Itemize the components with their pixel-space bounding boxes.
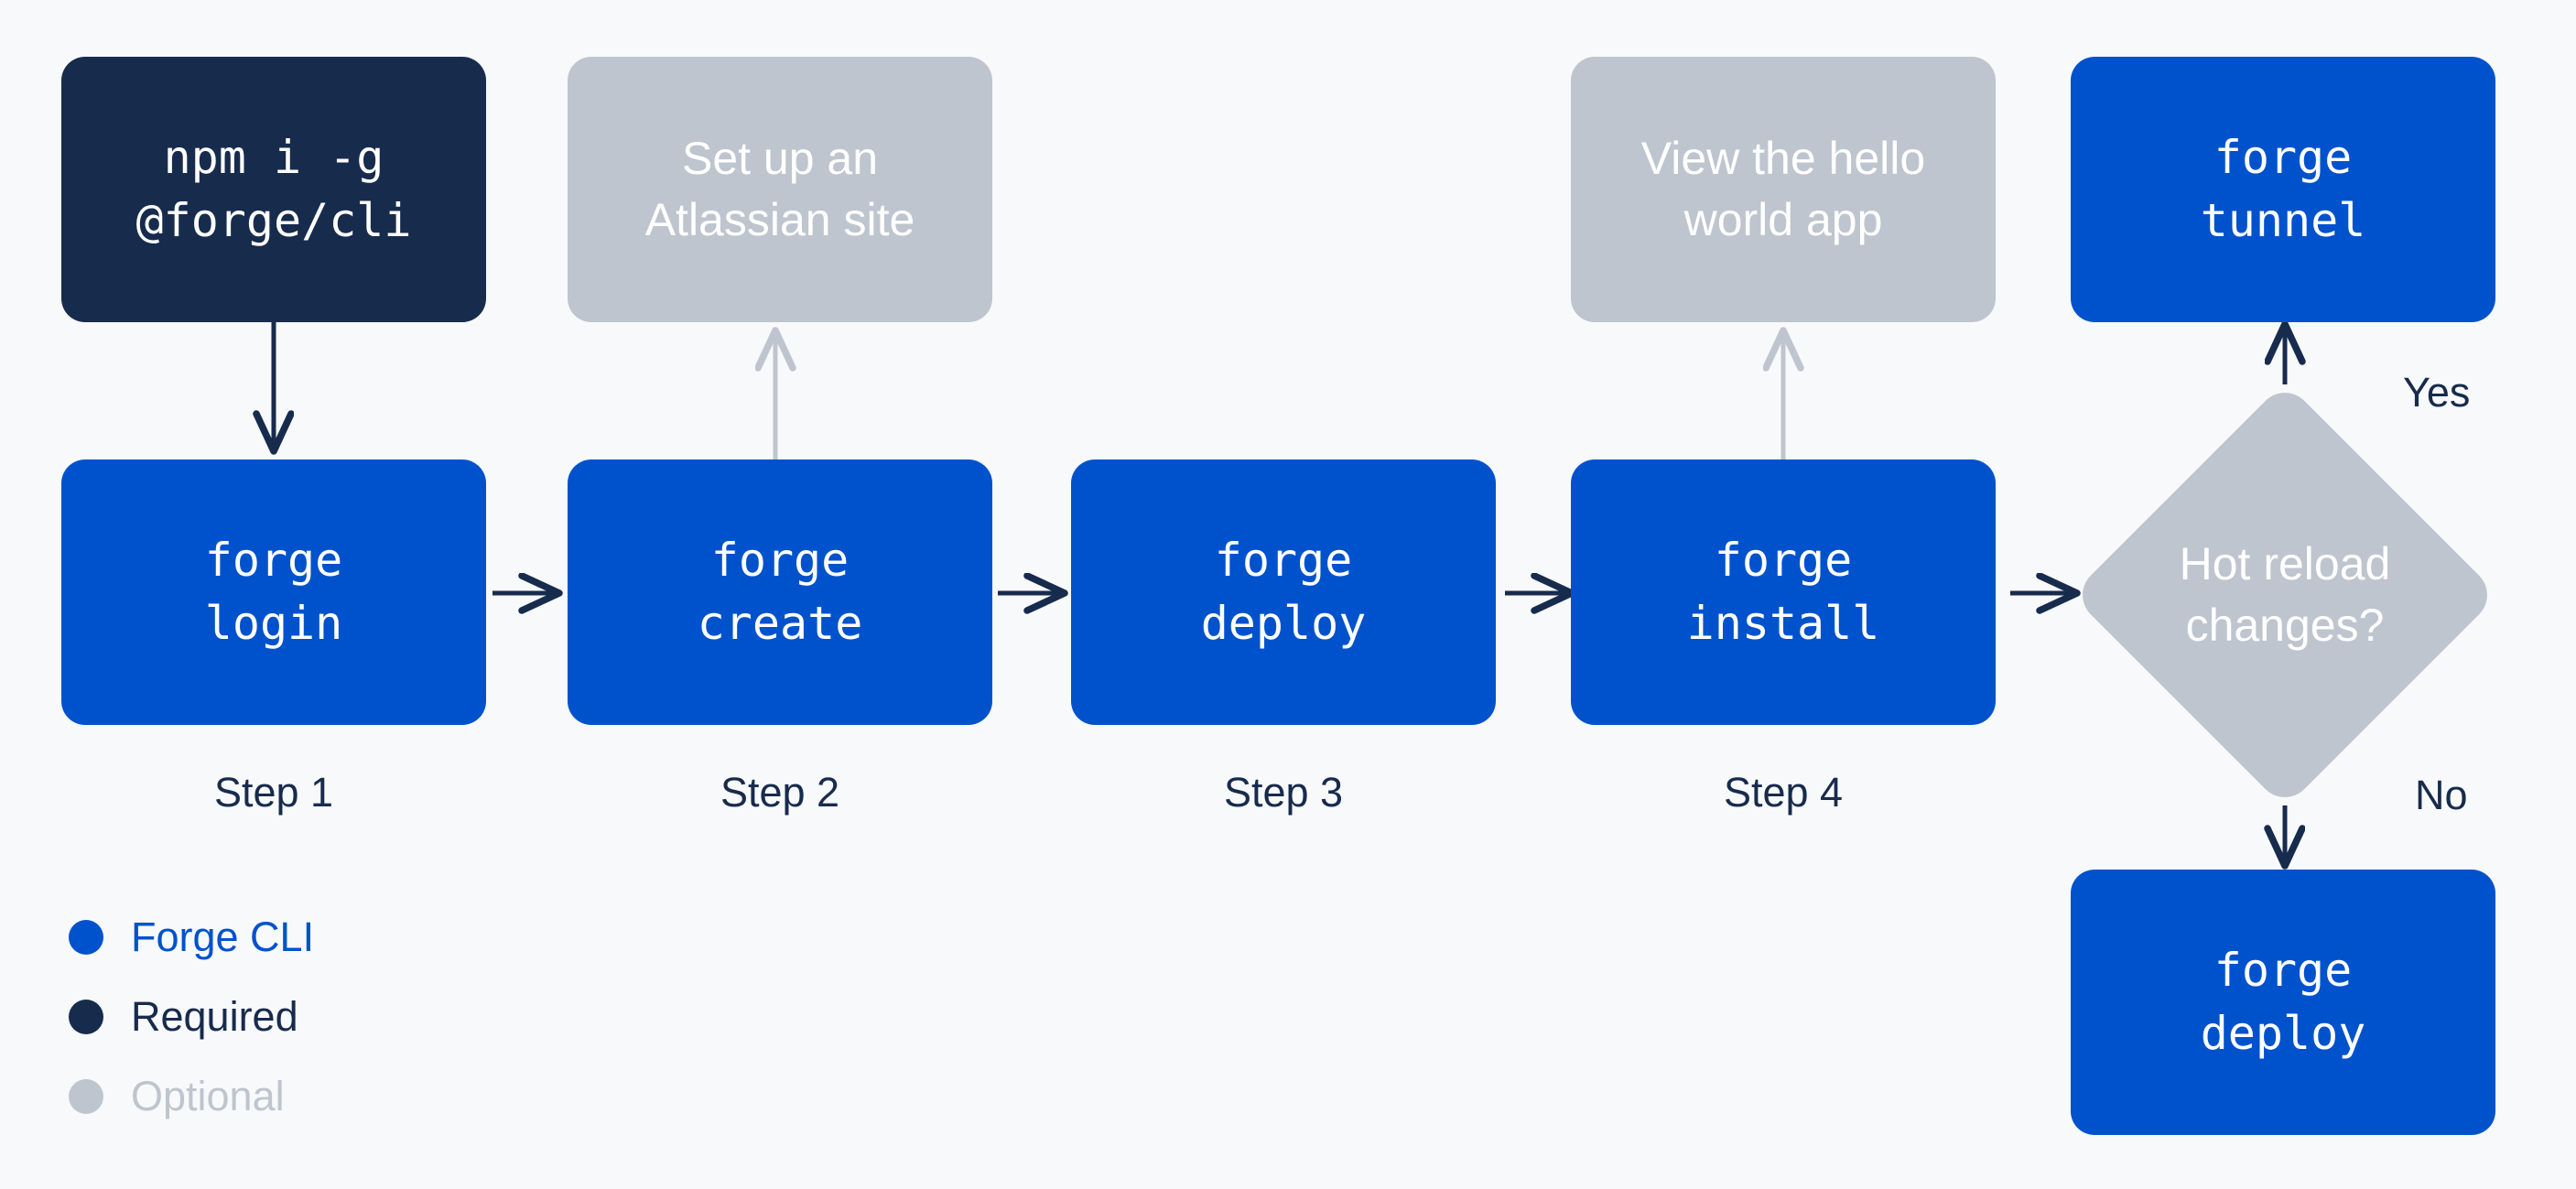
legend-label-required: Required — [131, 992, 298, 1040]
node-forge-tunnel[interactable]: forge tunnel — [2071, 57, 2495, 322]
branch-label-yes: Yes — [2403, 369, 2471, 416]
node-setup-site-label: Set up an Atlassian site — [644, 133, 915, 245]
node-forge-deploy[interactable]: forge deploy — [1071, 459, 1496, 725]
step-label-1: Step 1 — [213, 769, 334, 816]
node-forge-login[interactable]: forge login — [61, 459, 486, 725]
node-hot-reload-decision[interactable]: Hot reload changes? — [2071, 381, 2499, 809]
node-forge-create-label: forge create — [697, 534, 863, 650]
node-forge-install-label: forge install — [1686, 534, 1880, 650]
node-forge-deploy-again-label: forge deploy — [2200, 944, 2366, 1060]
step-label-3: Step 3 — [1223, 769, 1344, 816]
step-label-2: Step 2 — [720, 769, 840, 816]
node-install-cli[interactable]: npm i -g @forge/cli — [61, 57, 486, 322]
node-forge-deploy-label: forge deploy — [1200, 534, 1367, 650]
node-view-hello-world[interactable]: View the hello world app — [1571, 57, 1996, 322]
node-forge-tunnel-label: forge tunnel — [2200, 131, 2366, 247]
legend-label-forge-cli: Forge CLI — [131, 913, 315, 960]
legend-item-optional: Optional — [69, 1056, 453, 1136]
legend-dot-required — [69, 999, 103, 1034]
legend-item-required: Required — [69, 977, 453, 1056]
legend-item-forge-cli: Forge CLI — [69, 897, 453, 977]
node-forge-install[interactable]: forge install — [1571, 459, 1996, 725]
step-label-4: Step 4 — [1723, 769, 1844, 816]
legend: Forge CLI Required Optional — [69, 897, 453, 1136]
node-forge-login-label: forge login — [204, 534, 343, 650]
node-install-cli-label: npm i -g @forge/cli — [135, 131, 412, 247]
legend-dot-forge-cli — [69, 919, 103, 955]
node-view-hello-world-label: View the hello world app — [1640, 133, 1926, 245]
branch-label-no: No — [2415, 772, 2468, 818]
node-forge-deploy-again[interactable]: forge deploy — [2071, 870, 2495, 1135]
legend-label-optional: Optional — [131, 1072, 285, 1119]
node-setup-site[interactable]: Set up an Atlassian site — [568, 57, 992, 322]
legend-dot-optional — [69, 1078, 103, 1114]
node-forge-create[interactable]: forge create — [568, 459, 992, 725]
node-hot-reload-decision-label: Hot reload changes? — [2179, 538, 2391, 651]
